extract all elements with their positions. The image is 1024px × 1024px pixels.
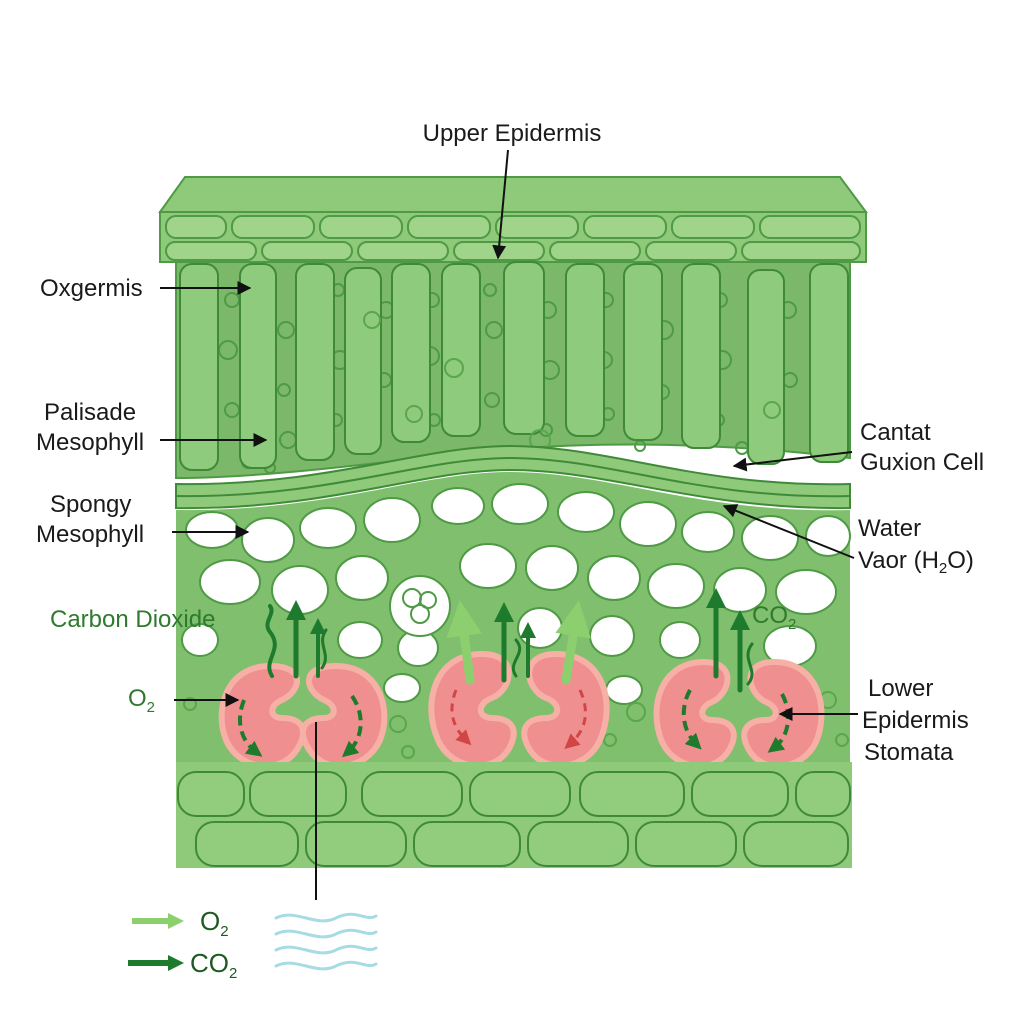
legend-o2-arrow xyxy=(132,913,184,929)
label-palisade-line2: Mesophyll xyxy=(36,429,144,456)
label-upper-epidermis: Upper Epidermis xyxy=(423,120,602,147)
lower-epidermis xyxy=(176,762,852,868)
label-cantat-line2: Guxion Cell xyxy=(860,449,984,476)
label-lower-line1: Lower xyxy=(868,675,933,702)
label-oxgermis: Oxgermis xyxy=(40,275,143,302)
label-water-line2: Vaor (H2O) xyxy=(858,547,974,577)
water-vapor-waves xyxy=(274,912,378,971)
label-co2: CO2 xyxy=(752,602,796,633)
legend-o2-label: O2 xyxy=(200,906,229,940)
label-lower-line3: Stomata xyxy=(864,739,954,766)
stoma-left xyxy=(218,662,388,770)
label-palisade-line1: Palisade xyxy=(44,399,136,426)
palisade-mesophyll xyxy=(175,261,851,480)
stoma-middle xyxy=(428,650,610,769)
gas-flow-arrows xyxy=(265,588,754,693)
label-cantat-line1: Cantat xyxy=(860,419,931,446)
label-lower-line2: Epidermis xyxy=(862,707,969,734)
label-o2: O2 xyxy=(128,685,155,716)
legend-co2-label: CO2 xyxy=(190,948,237,982)
legend-co2-arrow xyxy=(128,955,184,971)
label-carbon-dioxide: Carbon Dioxide xyxy=(50,606,215,633)
cell-band xyxy=(175,444,851,510)
upper-epidermis xyxy=(158,176,868,263)
chloroplast-cell xyxy=(389,575,451,637)
label-water-line1: Water xyxy=(858,515,921,542)
label-spongy-line2: Mesophyll xyxy=(36,521,144,548)
label-spongy-line1: Spongy xyxy=(50,491,131,518)
leader-lines xyxy=(160,149,858,900)
